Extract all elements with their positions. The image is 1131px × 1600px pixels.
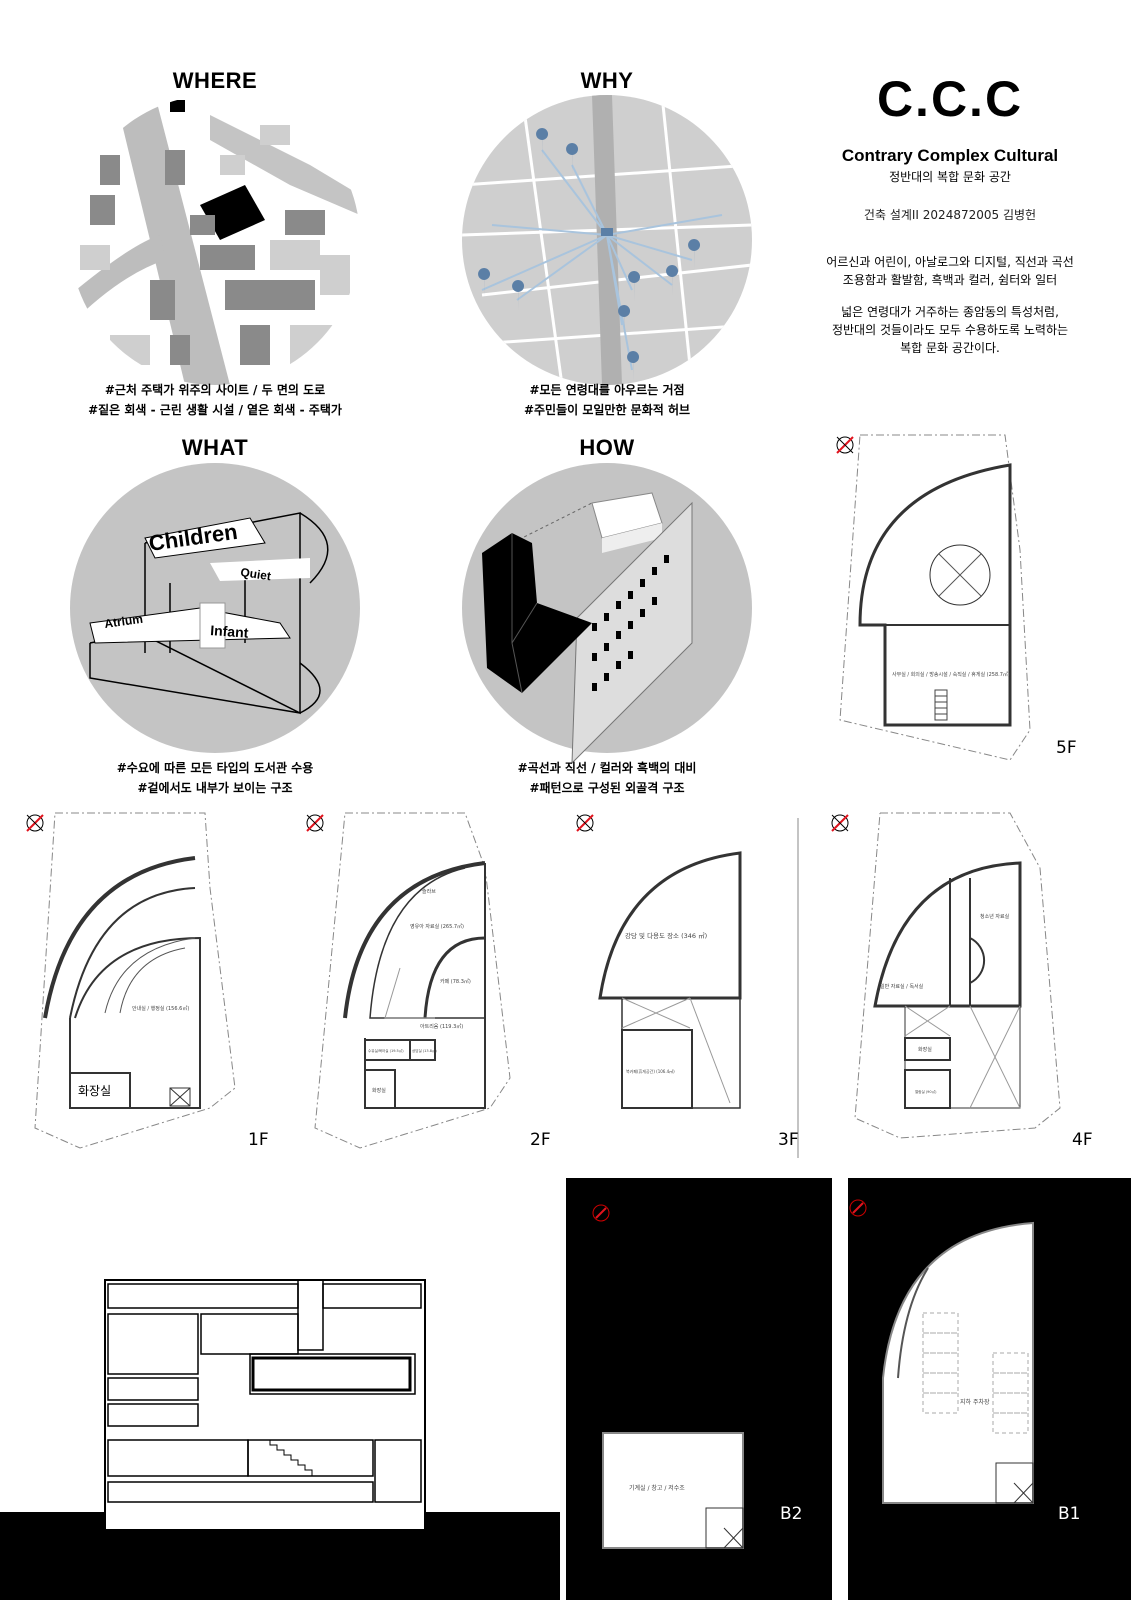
floor-plan-1f: 안내실 / 행정실 (156.6㎡) 화장실 [26, 812, 236, 1149]
caption-line: #근처 주택가 위주의 사이트 / 두 면의 도로 [104, 383, 326, 397]
how-captions: #곡선과 직선 / 컬러와 흑백의 대비 #패턴으로 구성된 외골격 구조 [397, 758, 817, 798]
caption-line: #겉에서도 내부가 보이는 구조 [137, 781, 293, 795]
where-title: WHERE [172, 68, 258, 93]
location-pin-icons [478, 128, 701, 382]
room-label: 강당 및 다용도 장소 (346 ㎡) [625, 931, 707, 940]
north-arrow-icon [576, 814, 594, 832]
north-arrow-icon [592, 1204, 610, 1222]
project-credit: 건축 설계II 2024872005 김병헌 [863, 208, 1037, 222]
concept-diagram-how [462, 463, 752, 765]
room-label: 수유실/육아실 (19.5㎡) [368, 1048, 404, 1053]
building-section [104, 1279, 426, 1531]
room-label: 슬라브 [422, 888, 436, 895]
caption-line: #모든 연령대를 아우르는 거점 [529, 383, 685, 397]
floor-label-3f: 3F [778, 1130, 799, 1150]
word-quiet: Quiet [240, 565, 272, 583]
word-infant: Infant [210, 622, 249, 641]
project-title: C.C.C [876, 71, 1024, 127]
floor-label-1f: 1F [248, 1130, 269, 1150]
project-subtitle-ko: 정반대의 복합 문화 공간 [889, 170, 1011, 184]
room-label: 기계실 / 창고 / 저수조 [629, 1484, 685, 1492]
room-label: 일반 자료실 / 독서실 [880, 983, 924, 990]
floor-plan-4f: 청소년 자료실 일반 자료실 / 독서실 화장실 열람실 (90㎡) [831, 812, 1061, 1139]
concept-diagram-what: Children Quiet Atrium Infant [70, 463, 360, 753]
description-line: 넓은 연령대가 거주하는 종암동의 특성처럼, [841, 305, 1059, 319]
floor-label-4f: 4F [1072, 1130, 1093, 1150]
room-label: 청소년 자료실 [980, 913, 1010, 920]
floor-plan-b1: 지하 주차장 [849, 1199, 1034, 1504]
floor-label-5f: 5F [1056, 738, 1077, 758]
caption-line: #주민들이 모일만한 문화적 허브 [523, 403, 691, 417]
floor-plan-2f: 슬라브 영유아 자료실 (265.7㎡) 카페 (78.3㎡) 아트리움 (11… [306, 812, 511, 1149]
project-description-2: 넓은 연령대가 거주하는 종암동의 특성처럼, 정반대의 것들이라도 모두 수용… [800, 303, 1100, 357]
caption-line: #수요에 따른 모든 타입의 도서관 수용 [116, 761, 314, 775]
floor-plan-b2: 기계실 / 창고 / 저수조 [592, 1204, 744, 1549]
room-label: 사무실 / 회의실 / 방송시설 / 숙직실 / 휴게실 (258.7㎡) [892, 671, 1010, 678]
room-label: 화장실 [918, 1046, 932, 1053]
site-map-why [462, 95, 752, 385]
north-arrow-icon [26, 814, 44, 832]
why-captions: #모든 연령대를 아우르는 거점 #주민들이 모일만한 문화적 허브 [397, 380, 817, 420]
where-captions: #근처 주택가 위주의 사이트 / 두 면의 도로 #짙은 회색 - 근린 생활… [5, 380, 425, 420]
north-arrow-icon [849, 1199, 867, 1217]
room-label: 카페 (78.3㎡) [440, 978, 471, 985]
description-line: 어르신과 어린이, 아날로그와 디지털, 직선과 곡선 [826, 255, 1074, 269]
north-arrow-icon [306, 814, 324, 832]
project-subtitle-en: Contrary Complex Cultural [841, 146, 1059, 165]
room-label: 영유아 자료실 (265.7㎡) [410, 923, 464, 930]
why-title: WHY [580, 68, 634, 93]
room-label: 화장실 [78, 1084, 111, 1098]
site-map-where [70, 95, 360, 385]
description-line: 복합 문화 공간이다. [900, 341, 1000, 355]
north-arrow-icon [836, 436, 854, 454]
room-label: 지하 주차장 [960, 1398, 990, 1406]
room-label: 열람실 (90㎡) [915, 1089, 937, 1094]
floor-label-b2: B2 [780, 1504, 803, 1524]
what-captions: #수요에 따른 모든 타입의 도서관 수용 #겉에서도 내부가 보이는 구조 [5, 758, 425, 798]
word-atrium: Atrium [103, 612, 143, 631]
project-description-1: 어르신과 어린이, 아날로그와 디지털, 직선과 곡선 조용함과 활발함, 흑백… [800, 253, 1100, 289]
description-line: 정반대의 것들이라도 모두 수용하도록 노력하는 [831, 323, 1069, 337]
room-label: 아트리움 (119.3㎡) [420, 1023, 463, 1030]
caption-line: #곡선과 직선 / 컬러와 흑백의 대비 [517, 761, 697, 775]
floor-label-2f: 2F [530, 1130, 551, 1150]
room-label: 안내실 / 행정실 (156.6㎡) [132, 1005, 189, 1012]
floor-plan-5f: 사무실 / 회의실 / 방송시설 / 숙직실 / 휴게실 (258.7㎡) [836, 434, 1031, 761]
floor-plan-3f: 강당 및 다용도 장소 (346 ㎡) 북카페(휴게공간) (106.4㎡) [576, 814, 799, 1158]
room-label: 화장실 [372, 1087, 386, 1094]
what-title: WHAT [181, 435, 249, 460]
north-arrow-icon [831, 814, 849, 832]
how-title: HOW [579, 435, 635, 460]
room-label: 북카페(휴게공간) (106.4㎡) [626, 1068, 675, 1074]
floor-label-b1: B1 [1058, 1504, 1081, 1524]
caption-line: #패턴으로 구성된 외골격 구조 [529, 781, 685, 795]
room-label: 상담실 (13.8㎡) [412, 1048, 437, 1053]
description-line: 조용함과 활발함, 흑백과 컬러, 쉼터와 일터 [842, 273, 1058, 287]
caption-line: #짙은 회색 - 근린 생활 시설 / 옅은 회색 - 주택가 [88, 403, 342, 417]
